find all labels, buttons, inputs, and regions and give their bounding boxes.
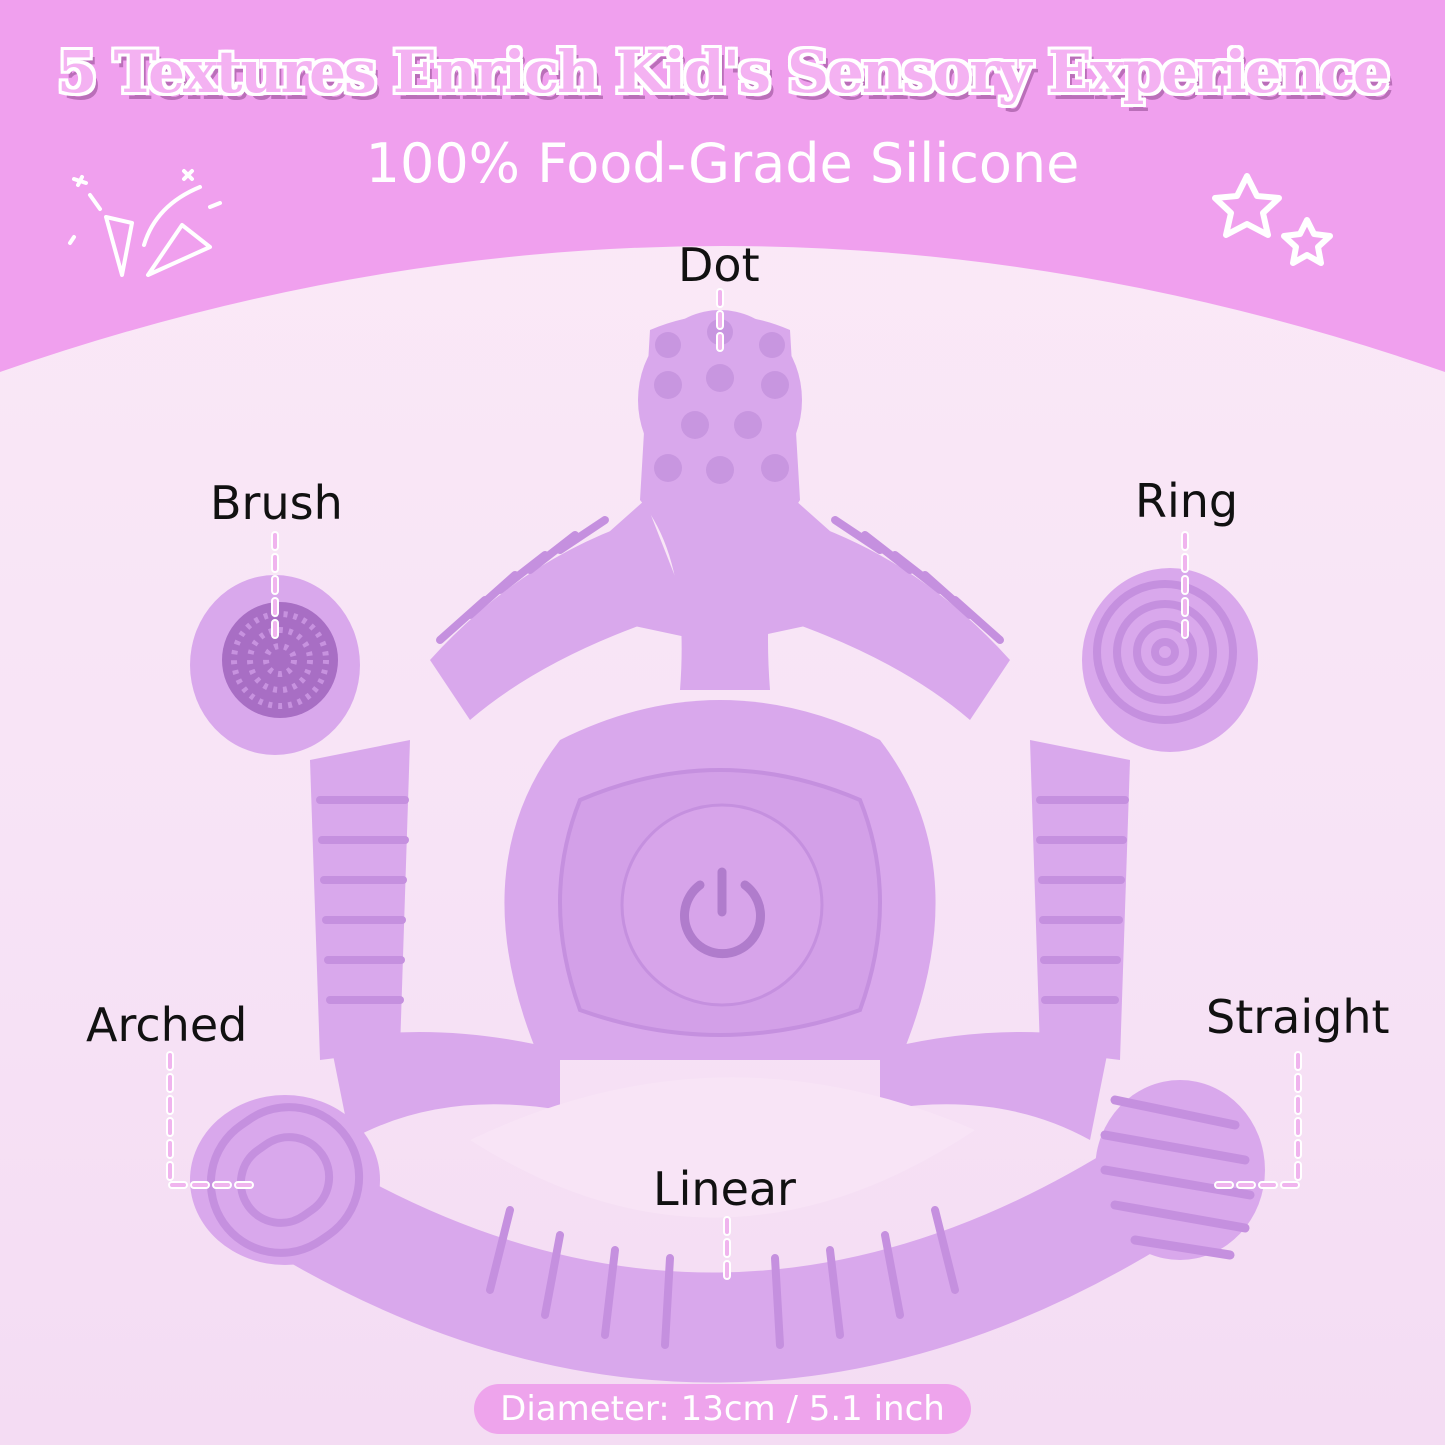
texture-label-ring: Ring [1135,474,1239,528]
texture-label-dot: Dot [678,238,760,292]
texture-label-straight: Straight [1206,990,1390,1044]
power-icon [680,867,765,959]
sparkle-icon [68,169,222,277]
texture-label-linear: Linear [653,1162,796,1216]
texture-label-brush: Brush [210,476,343,530]
headline-subtitle: 100% Food-Grade Silicone [365,132,1080,195]
star-icon [1212,173,1333,266]
texture-label-arched: Arched [86,998,248,1052]
diameter-badge: Diameter: 13cm / 5.1 inch [474,1384,971,1434]
headline-title: 5 Textures Enrich Kid's Sensory Experien… [57,38,1390,106]
